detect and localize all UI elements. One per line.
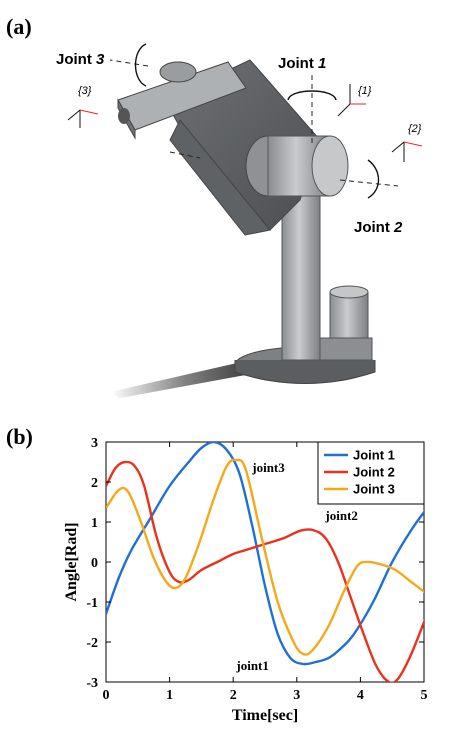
annotations: joint3 joint2 joint1 bbox=[235, 460, 358, 673]
series-line-3 bbox=[106, 458, 424, 656]
series-line-2 bbox=[106, 460, 424, 682]
joint3-label: Joint 3 bbox=[56, 51, 105, 68]
x-tick-label: 0 bbox=[103, 688, 110, 703]
frame-3: {3} bbox=[67, 85, 99, 128]
series-line-1 bbox=[106, 442, 424, 666]
y-tick-label: 3 bbox=[91, 436, 98, 451]
y-tick-label: 0 bbox=[91, 556, 98, 571]
series-annotation: joint2 bbox=[324, 508, 358, 523]
chart: 0 1 2 3 4 5 -3 -2 -1 0 1 2 3 joint3 joint2 joint1 Tim… bbox=[63, 436, 428, 724]
series-annotation: joint1 bbox=[235, 658, 269, 673]
x-tick-label: 1 bbox=[166, 688, 173, 703]
frame3-label: {3} bbox=[78, 85, 92, 97]
floor-shadow bbox=[110, 360, 262, 398]
frame-2: {2} bbox=[391, 123, 423, 162]
x-tick-label: 5 bbox=[421, 688, 428, 703]
x-tick-label: 2 bbox=[230, 688, 237, 703]
x-ticks: 0 1 2 3 4 5 bbox=[103, 442, 428, 703]
panel-a-label: (a) bbox=[6, 14, 32, 39]
y-tick-label: 1 bbox=[91, 516, 98, 531]
joint3-rotation-icon bbox=[134, 43, 147, 87]
legend-entry: Joint 1 bbox=[353, 448, 395, 463]
legend-entry: Joint 3 bbox=[353, 482, 395, 497]
panel-a: (a) bbox=[6, 14, 423, 398]
joint-axes bbox=[109, 59, 399, 187]
y-tick-label: 2 bbox=[91, 476, 98, 491]
x-tick-label: 3 bbox=[293, 688, 300, 703]
joint1-rotation-icon bbox=[287, 90, 337, 101]
frame1-label: {1} bbox=[358, 85, 372, 97]
legend-entry: Joint 2 bbox=[353, 465, 395, 480]
y-tick-label: -3 bbox=[86, 676, 98, 691]
series-annotation: joint3 bbox=[251, 460, 285, 475]
series-layer bbox=[106, 442, 424, 682]
y-axis-title: Angle[Rad] bbox=[63, 522, 80, 601]
rotation-arrows bbox=[134, 43, 380, 199]
panel-b-label: (b) bbox=[6, 424, 33, 449]
legend: Joint 1 Joint 2 Joint 3 bbox=[317, 441, 425, 505]
frame2-label: {2} bbox=[408, 123, 422, 135]
panel-b: (b) 0 1 2 3 4 5 -3 -2 -1 0 1 2 3 joint3 joint2 joint1… bbox=[6, 424, 428, 724]
joint2-label: Joint 2 bbox=[354, 219, 403, 236]
y-tick-label: -1 bbox=[86, 596, 98, 611]
y-tick-label: -2 bbox=[86, 636, 98, 651]
robot-arm-illustration bbox=[110, 59, 376, 398]
frame-1: {1} bbox=[337, 84, 372, 117]
joint2-rotation-icon bbox=[367, 159, 380, 199]
x-axis-title: Time[sec] bbox=[232, 707, 298, 724]
joint1-label: Joint 1 bbox=[278, 55, 326, 72]
x-tick-label: 4 bbox=[357, 688, 364, 703]
